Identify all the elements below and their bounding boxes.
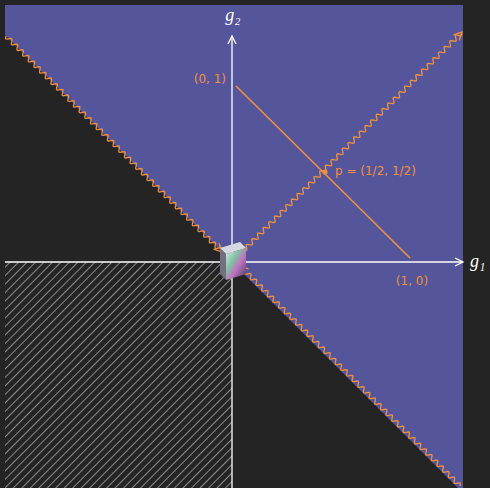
g1-arrowhead: [455, 258, 463, 266]
point-label: (1, 0): [396, 275, 428, 288]
wave-arrowhead: [454, 32, 462, 40]
axis-label: g₂: [225, 6, 240, 26]
point-label: (0, 1): [194, 73, 226, 86]
cone-region: [5, 5, 463, 488]
g2-arrowhead: [228, 36, 236, 44]
point-label: p = (1/2, 1/2): [333, 165, 418, 178]
cone-boundary-wave: [239, 267, 460, 486]
diagonal-wave: [238, 33, 462, 257]
cone-boundary-wave: [6, 36, 222, 253]
point-p: [322, 169, 327, 174]
prism-icon: [220, 242, 246, 280]
axis-label: g₁: [470, 252, 485, 272]
hatched-quadrant: [5, 262, 232, 488]
